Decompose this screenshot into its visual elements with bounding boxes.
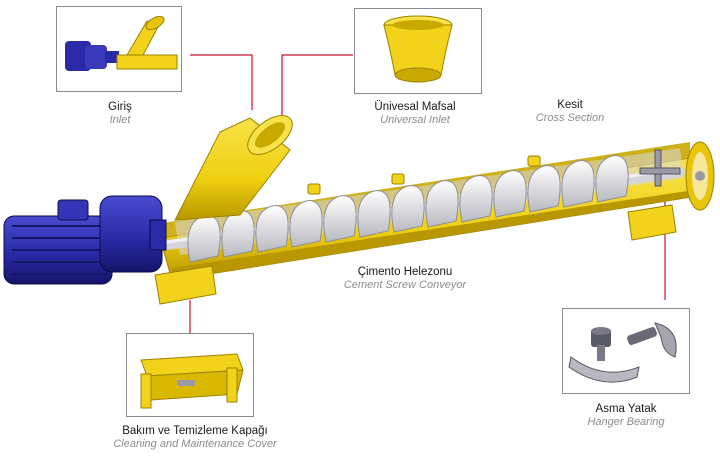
inlet-label-en: Inlet (109, 114, 131, 127)
cover-label-en: Cleaning and Maintenance Cover (113, 438, 277, 451)
universal-thumbnail (354, 8, 482, 94)
universal-thumbnail-image (383, 15, 453, 83)
support-feet (154, 204, 677, 305)
screw-flights (187, 155, 629, 263)
cover-thumbnail (126, 333, 254, 417)
section-label-tr: Kesit (557, 99, 583, 111)
hanger-label-tr: Asma Yatak (595, 403, 657, 415)
callout-universal: Ünivesal Mafsal Universal Inlet (340, 100, 490, 128)
inlet-thumbnail-image (65, 15, 178, 71)
universal-label-tr: Ünivesal Mafsal (374, 101, 456, 113)
motor-gearbox (3, 195, 167, 285)
leader-inlet (190, 54, 253, 110)
callout-inlet: Giriş Inlet (60, 100, 180, 128)
callout-conveyor: Çimento Helezonu Cement Screw Conveyor (320, 265, 490, 293)
inlet-label-tr: Giriş (108, 101, 132, 113)
cover-thumbnail-image (140, 353, 244, 409)
callout-cover: Bakım ve Temizleme Kapağı Cleaning and M… (90, 424, 300, 452)
inlet-chute (174, 115, 293, 221)
inlet-thumbnail (56, 6, 182, 92)
end-cap (685, 141, 715, 211)
hanger-thumbnail (562, 308, 690, 394)
conveyor-label-tr: Çimento Helezonu (357, 266, 453, 278)
hanger-thumbnail-image (568, 322, 677, 383)
trough-front-wall (172, 190, 698, 280)
conveyor-label-en: Cement Screw Conveyor (343, 279, 467, 292)
callout-hanger: Asma Yatak Hanger Bearing (560, 402, 692, 430)
universal-label-en: Universal Inlet (380, 114, 450, 127)
cover-label-tr: Bakım ve Temizleme Kapağı (122, 425, 268, 437)
lifting-lugs (307, 155, 541, 195)
hanger-label-en: Hanger Bearing (587, 416, 665, 429)
section-label-en: Cross Section (535, 112, 605, 125)
hanger-in-section (639, 149, 681, 187)
leader-universal (281, 54, 353, 128)
callout-section: Kesit Cross Section (520, 98, 620, 126)
